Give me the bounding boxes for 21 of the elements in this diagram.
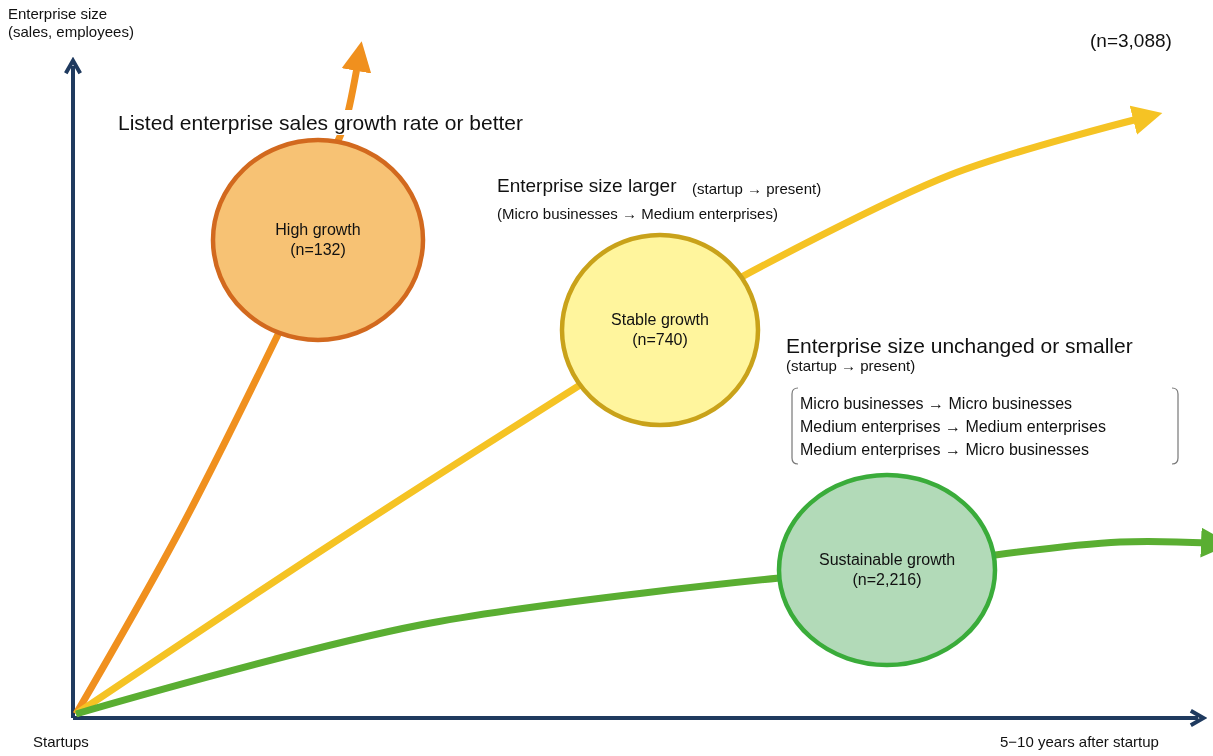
note: (startup → present): [692, 180, 822, 198]
transition-text: Medium enterprises → Micro businesses: [800, 440, 1089, 460]
growth-circle: [210, 137, 426, 343]
growth-circle: [559, 232, 761, 428]
circle-label: Sustainable growth (n=2,216): [817, 550, 957, 590]
note: (startup → present): [786, 357, 916, 375]
note: (Micro businesses → Medium enterprises): [497, 205, 778, 223]
category-heading: Listed enterprise sales growth rate or better: [116, 110, 526, 136]
category-heading: Enterprise size larger: [497, 175, 677, 198]
circle-label: High growth (n=132): [274, 220, 362, 260]
growth-arrow: [993, 527, 1213, 559]
axis-label: 5−10 years after startup: [1000, 733, 1159, 751]
growth-circle: [776, 472, 998, 668]
transition-text: Micro businesses → Micro businesses: [800, 394, 1073, 414]
circle-label: Stable growth (n=740): [610, 310, 710, 350]
sample-size: (n=3,088): [1090, 30, 1172, 53]
axis-label: Startups: [33, 733, 89, 751]
axis-title: Enterprise size (sales, employees): [8, 5, 135, 41]
transition-text: Medium enterprises → Medium enterprises: [800, 417, 1106, 437]
growth-arrow: [739, 105, 1163, 281]
category-heading: Enterprise size unchanged or smaller: [786, 333, 1133, 359]
